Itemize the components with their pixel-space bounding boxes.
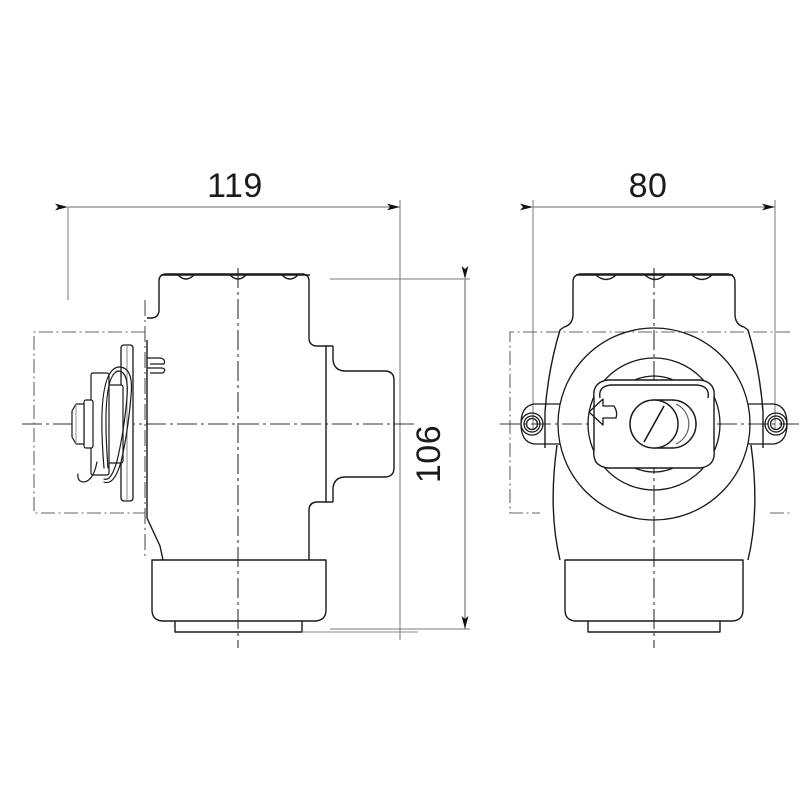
mounting-ear-left: [520, 403, 560, 445]
boss-upper-profile: [332, 346, 395, 424]
bolt-hole-right-mid: [767, 415, 785, 433]
bonnet-mid-circle: [587, 357, 721, 491]
phantom-box-outline-side: [33, 331, 145, 514]
bolt-hole-right-outer: [764, 412, 788, 436]
hex-nut-body: [71, 403, 85, 445]
body-right-shoulder: [308, 288, 333, 347]
bolt-hole-right-inner: [769, 417, 783, 431]
body-left-edge-front: [544, 297, 574, 448]
phantom-box-outline-front: [509, 331, 790, 514]
mounting-ear-right: [748, 403, 788, 445]
dimension-label-depth: 80: [629, 167, 668, 205]
body-right-lower-shoulder: [308, 501, 333, 560]
boss-lower-profile: [332, 424, 395, 502]
knob-slot-line: [643, 405, 665, 443]
dimension-label-width: 119: [207, 167, 263, 205]
flange-body-front: [564, 559, 744, 622]
fin-notch-1: [177, 274, 195, 280]
body-right-edge-front: [734, 297, 764, 448]
spring-clip-tail: [77, 461, 98, 483]
dimension-height-106: 106: [330, 266, 470, 630]
spring-clip-side: [77, 366, 133, 484]
bracket-tab-lower: [147, 367, 166, 374]
phantom-mount-box-front: [509, 331, 790, 514]
knob-cylinder-edge: [675, 403, 690, 445]
flange-lip-front: [587, 621, 721, 633]
bracket-tab-side: [147, 357, 166, 374]
knob-plate-inner-edge: [599, 384, 709, 399]
fin-notch-front-2: [644, 274, 666, 281]
flange-lip: [174, 621, 303, 633]
hub-washer: [83, 399, 94, 449]
main-body-side: [146, 288, 395, 561]
body-outline-front: [544, 297, 764, 561]
body-left-shoulder: [147, 288, 160, 319]
dimension-label-height: 106: [410, 425, 448, 483]
front-view: [500, 268, 800, 648]
rotation-arrow-shape: [588, 398, 618, 426]
side-view: [22, 268, 418, 648]
bolt-hole-left-outer: [520, 412, 544, 436]
flange-body: [151, 559, 327, 622]
top-fins-cap-front: [572, 273, 736, 297]
fin-cap-outline-front: [572, 273, 736, 297]
bottom-flange-front: [564, 559, 744, 633]
spring-clip-loop-outer: [101, 366, 133, 484]
fin-notch-2: [229, 274, 247, 280]
phantom-mount-box-side: [33, 331, 145, 514]
hex-nut-side: [71, 403, 85, 445]
bottom-flange-side: [151, 559, 418, 633]
hub-collar-stack-side: [83, 372, 124, 476]
dimension-width-119: 119: [55, 167, 401, 640]
body-right-lower-front: [747, 444, 756, 561]
spring-clip-loop-inner: [103, 370, 128, 480]
direction-arrow-icon: [588, 398, 618, 426]
fin-notch-front-3: [691, 274, 713, 281]
fin-notch-front-1: [595, 274, 617, 281]
body-left-lower-front: [552, 444, 561, 561]
bonnet-outer-circle: [557, 327, 751, 521]
dimension-depth-80: 80: [520, 167, 776, 430]
bracket-tab-upper: [147, 357, 166, 365]
body-left-wall: [146, 340, 164, 561]
fin-cap-outline-side: [158, 273, 310, 288]
fin-notch-3: [281, 274, 299, 280]
top-fins-cap-side: [158, 273, 310, 288]
bolt-hole-left-inner: [525, 417, 539, 431]
rotary-knob-front: [629, 399, 697, 449]
bolt-hole-left-mid: [523, 415, 541, 433]
